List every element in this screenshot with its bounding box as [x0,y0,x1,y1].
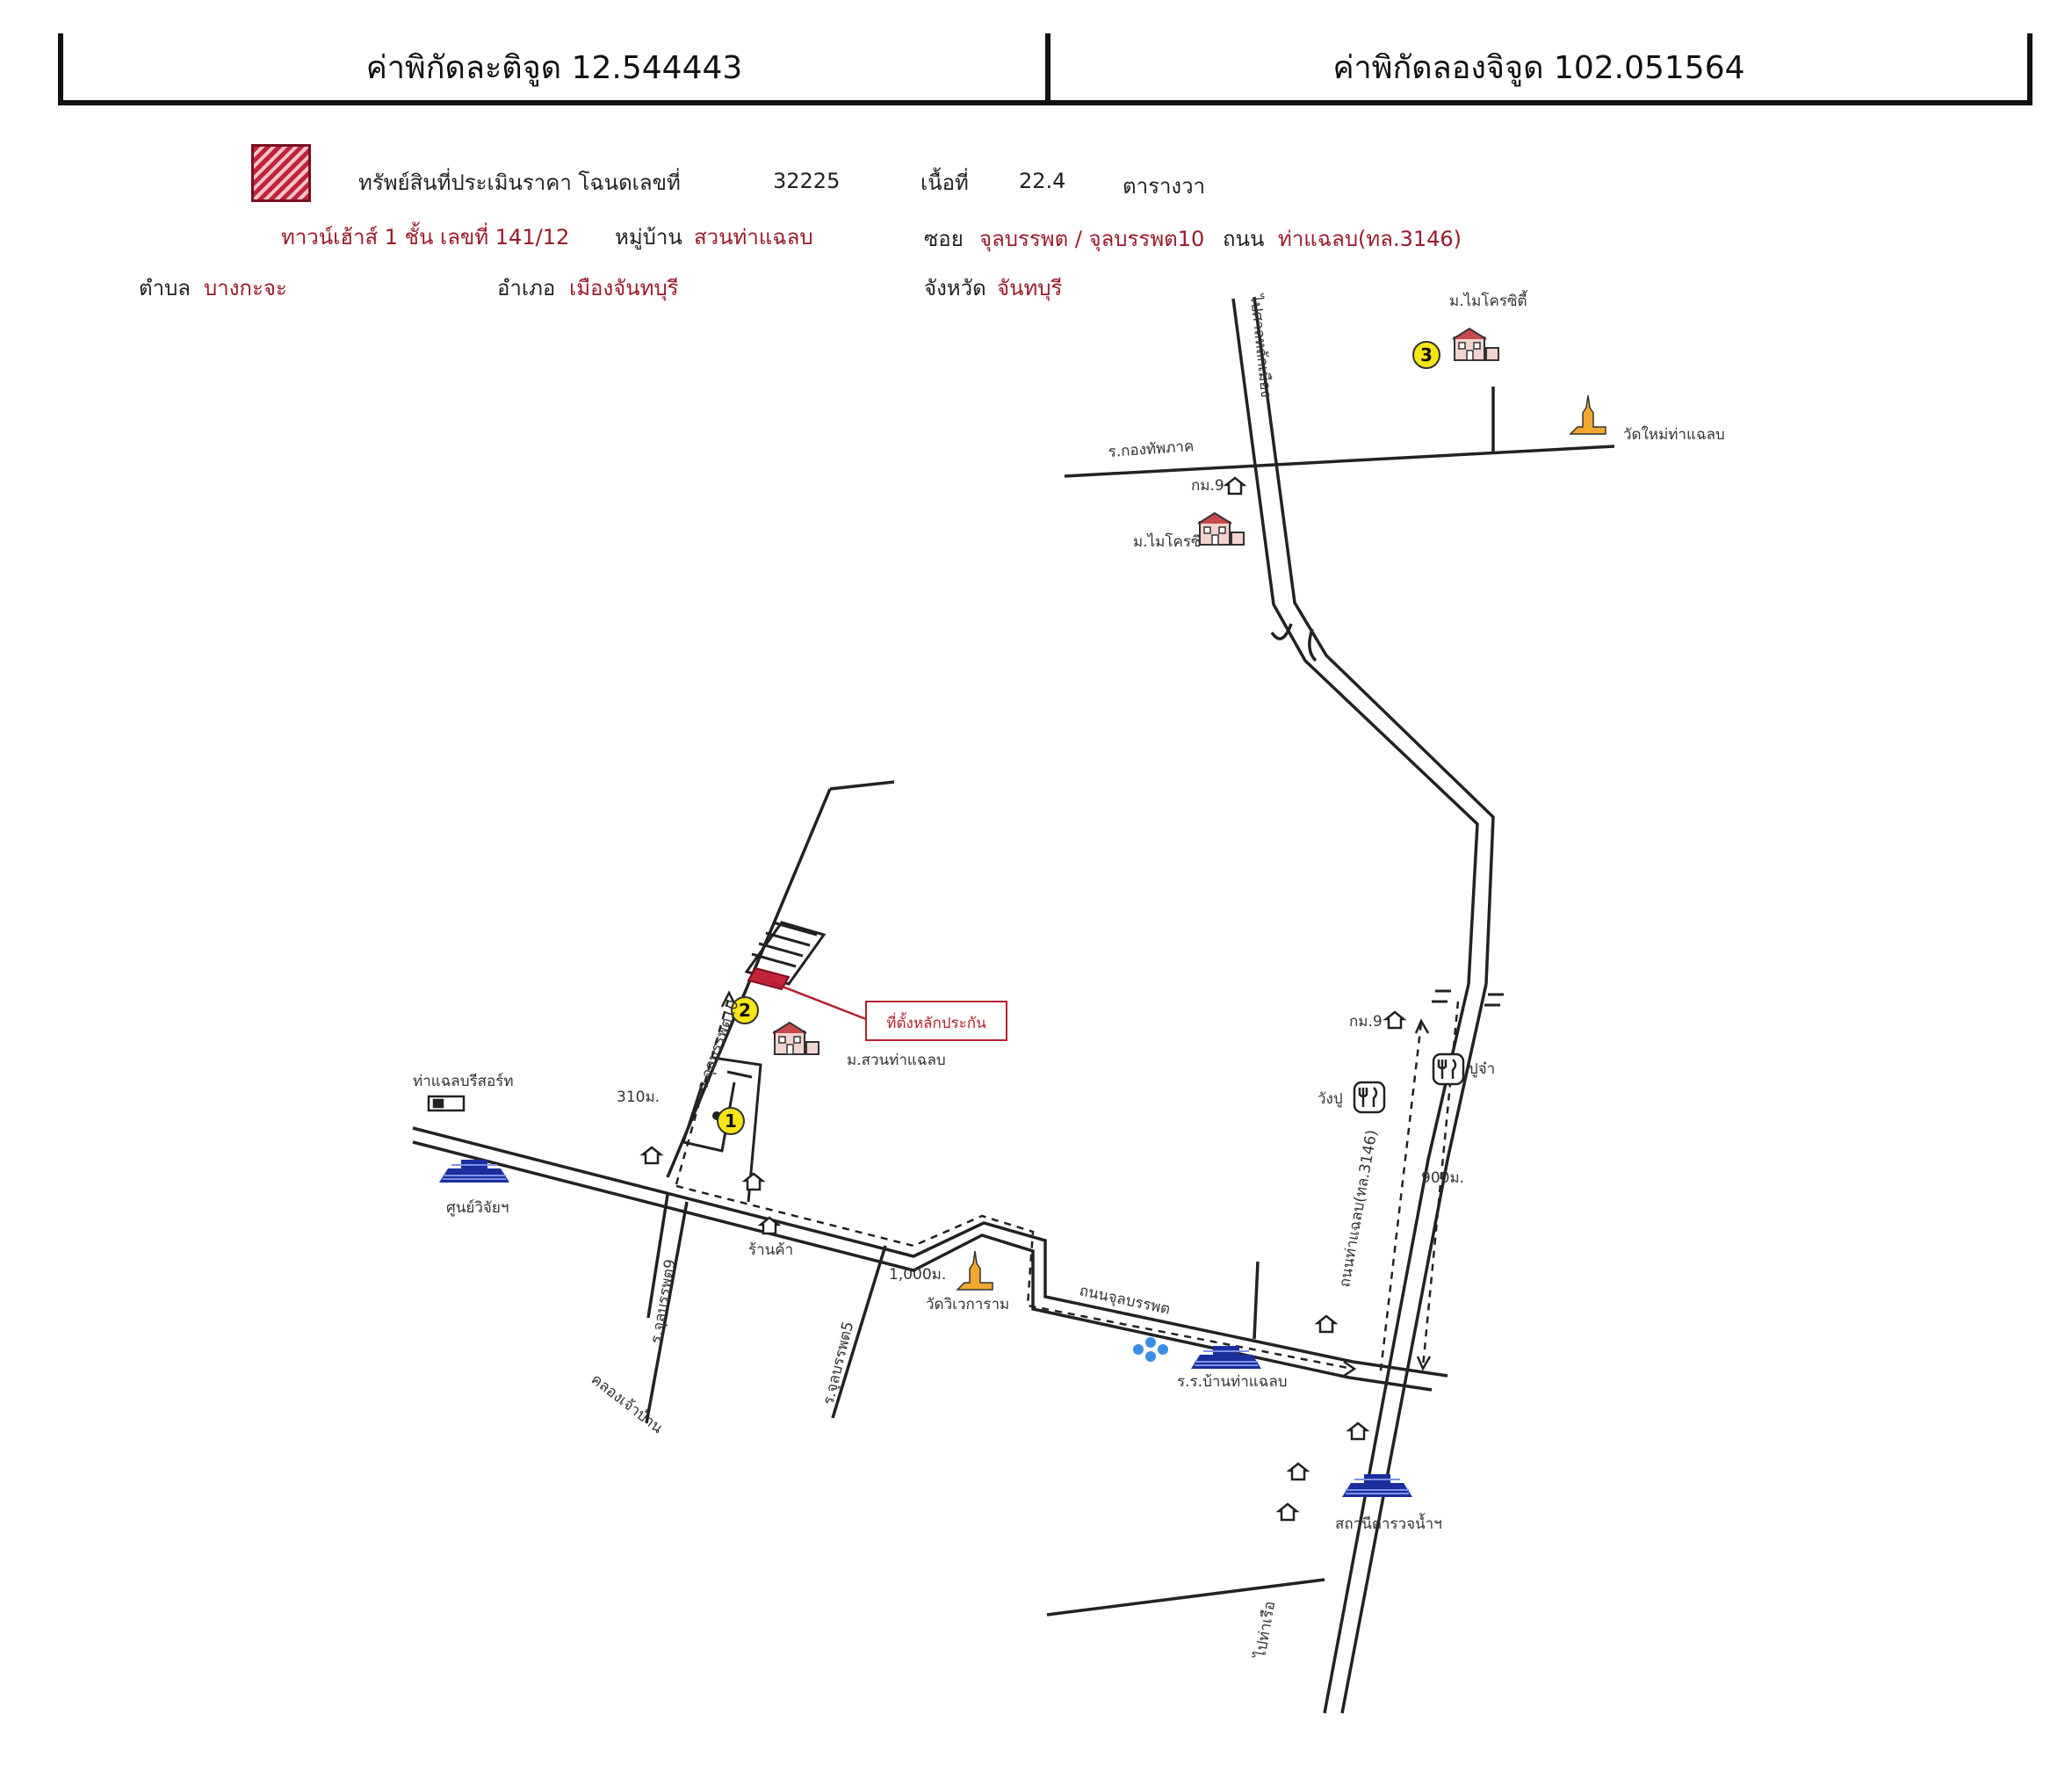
restaurant-left-label: วังปู [1318,1090,1343,1108]
road-chulabanphot9 [645,1194,689,1424]
police-icon [1341,1473,1413,1498]
house-icon-km9-mid [1384,1010,1405,1030]
house-icon [1288,1462,1309,1481]
road-army-label: ร.กองทัพภาค [1108,438,1195,461]
temple-new-icon [1570,394,1606,435]
road-thachalap [1323,983,1488,1714]
area-value: 22.4 [1019,169,1066,193]
asset-label: ทรัพย์สินที่ประเมินราคา โฉนดเลขที่ [358,170,681,195]
village-mi-icon [1197,512,1245,546]
tambon-name: บางกะจะ [204,276,287,300]
village3-label: ม.ไมโครซิตี้ [1449,290,1528,310]
soi-name: จุลบรรพต / จุลบรรพต10 [979,227,1205,251]
police-label: สถานีตำรวจน้ำฯ [1335,1513,1442,1533]
distance-900: 900ม. [1421,1169,1464,1187]
road-thachalap-label: ถนนท่าแฉลบ(ทล.3146) [1336,1129,1381,1289]
svg-text:2: 2 [739,1000,751,1021]
road-chulabanphot10 [666,780,895,1178]
marker-2: 2 [731,996,759,1024]
amphoe-name: เมืองจันทบุรี [569,276,679,300]
house-icon-km9-top [1224,476,1245,496]
resort-icon [427,1095,466,1112]
svg-text:1: 1 [725,1110,737,1132]
hospital-icon [1133,1337,1168,1362]
bridge-north [1270,623,1318,662]
road-label: ถนน [1223,227,1265,251]
temple-wat-label: วัดวิเวการาม [926,1296,1009,1313]
village-mi-label: ม.ไมโครซี [1133,532,1202,551]
area-unit: ตารางวา [1123,174,1206,199]
restaurant-right-label: ปูจ๋า [1469,1060,1495,1078]
house-icon [1316,1314,1337,1334]
road-chulabanphot5-label: ร.จุลบรรพต5 [819,1320,857,1407]
road-chulabanphot9-label: ร.จุลบรรพต9 [647,1258,680,1345]
province-name: จันทบุรี [997,276,1063,300]
road-chulabanphot [412,1126,1354,1379]
road-north-label: ไปศาลหลักเมือง [1246,292,1275,398]
svg-text:3: 3 [1420,344,1433,365]
school-label: ร.ร.บ้านท่าแฉลบ [1177,1373,1288,1391]
road-name: ท่าแฉลบ(ทล.3146) [1278,227,1462,251]
road-chulabanphot10-label: ร.จุลบรรพต10 [694,998,743,1093]
road-north [1231,296,1495,985]
amphoe-label: อำเภอ [497,276,556,300]
research-center-label: ศูนย์วิจัยฯ [446,1199,509,1217]
village-name: สวนท่าแฉลบ [694,225,813,250]
subject-label: ที่ตั้งหลักประกัน [886,1012,986,1032]
marker-1: 1 [717,1107,745,1135]
km9-top-label: กม.9 [1191,477,1224,495]
house-icon [743,1172,764,1191]
house-icon [1347,1421,1368,1441]
building-description: ทาวน์เฮ้าส์ 1 ชั้น เลขที่ 141/12 [281,225,570,250]
marker-3: 3 [1412,341,1440,369]
deed-number: 32225 [773,169,841,193]
coordinate-header: ค่าพิกัดละติจูด 12.544443 ค่าพิกัดลองจิจ… [58,33,2032,105]
road-army [1064,387,1615,478]
header-divider [1045,33,1050,100]
village3-icon [1452,328,1499,361]
latitude-label: ค่าพิกัดละติจูด 12.544443 [365,49,743,86]
temple-new-label: วัดใหม่ท่าแฉลบ [1623,425,1725,444]
km9-mid-label: กม.9 [1349,1013,1383,1031]
resort-label: ท่าแฉลบรีสอร์ท [413,1073,514,1090]
area-label: เนื้อที่ [920,170,969,195]
road-south-label: ไปท่าเรือ [1251,1600,1279,1661]
longitude-label: ค่าพิกัดลองจิจูด 102.051564 [1332,49,1745,86]
house-icon [1277,1502,1298,1522]
province-label: จังหวัด [924,276,986,300]
asset-legend-swatch [251,144,311,202]
shop-label: ร้านค้า [748,1241,793,1259]
restaurant-left-icon [1353,1081,1386,1114]
soi-label: ซอย [924,227,964,251]
village-label: หมู่บ้าน [615,225,682,250]
distance-1000: 1,000ม. [889,1266,946,1284]
temple-wat-icon [957,1250,993,1291]
distance-310: 310ม. [617,1089,660,1106]
tambon-label: ตำบล [139,276,191,300]
village-suan-icon [772,1022,819,1055]
restaurant-right-icon [1432,1052,1465,1086]
house-icon [641,1146,662,1165]
village-suan-label: ม.สวนท่าแฉลบ [847,1052,946,1069]
